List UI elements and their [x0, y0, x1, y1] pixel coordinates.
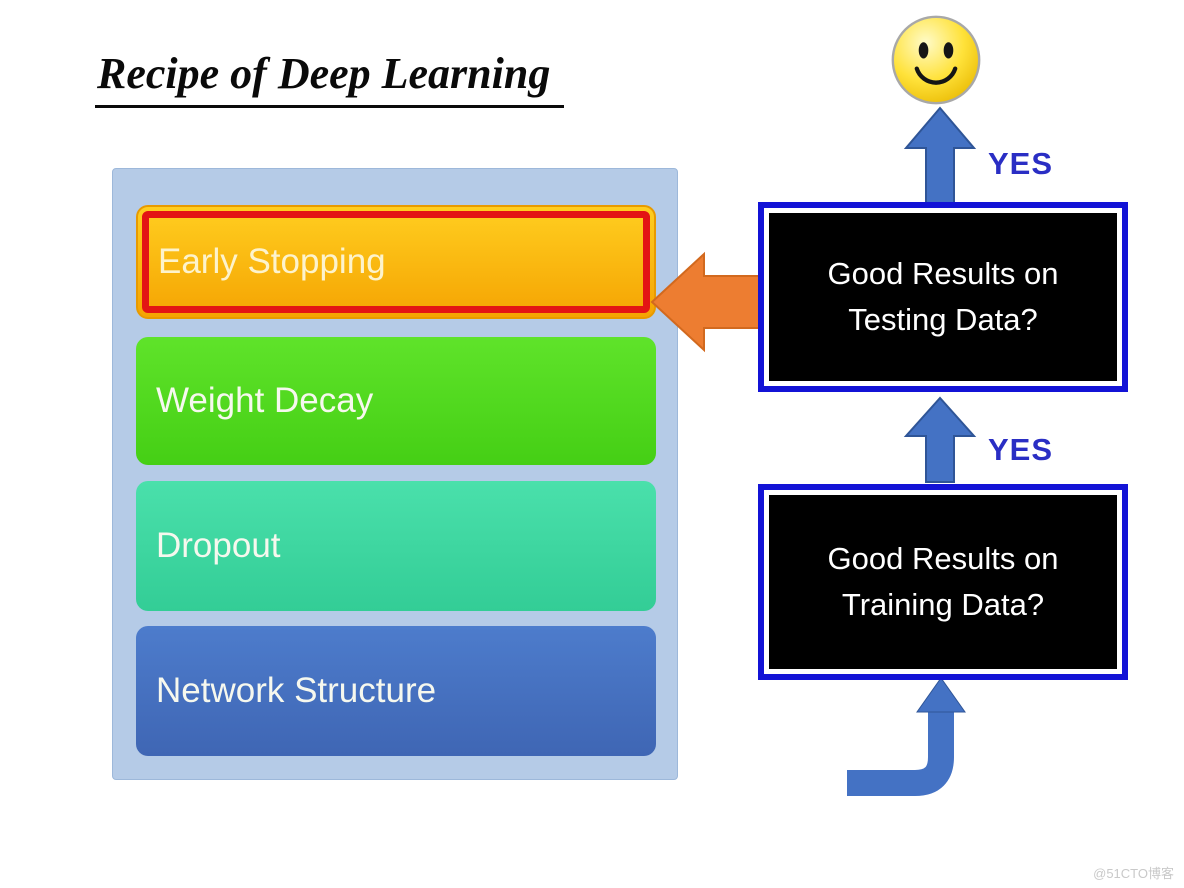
question-box-testing-data: Good Results on Testing Data? — [758, 202, 1128, 392]
question-line: Good Results on — [827, 255, 1059, 291]
method-label: Dropout — [156, 526, 281, 565]
method-box-early-stopping: Early Stopping — [136, 205, 656, 319]
yes-label-mid: YES — [988, 432, 1054, 467]
question-line: Good Results on — [827, 540, 1059, 576]
method-box-dropout: Dropout — [136, 481, 656, 611]
arrow-curved-entry-shaft-icon — [847, 710, 954, 796]
method-label: Early Stopping — [158, 242, 386, 281]
method-box-network-structure: Network Structure — [136, 626, 656, 756]
question-box-training-data: Good Results on Training Data? — [758, 484, 1128, 680]
question-line: Training Data? — [841, 587, 1045, 622]
arrow-curved-entry-head-icon — [916, 677, 966, 713]
arrow-up-to-smiley-icon — [903, 106, 977, 209]
method-box-weight-decay: Weight Decay — [136, 337, 656, 465]
method-label: Weight Decay — [156, 381, 374, 420]
arrow-up-to-testing-icon — [903, 396, 977, 483]
smiley-face-icon — [891, 15, 981, 105]
question-line: Testing Data? — [848, 302, 1038, 337]
page-title: Recipe of Deep Learning — [95, 48, 565, 108]
method-label: Network Structure — [156, 671, 437, 710]
yes-label-top: YES — [988, 146, 1054, 181]
methods-panel: Early Stopping Weight Decay Dropout Netw… — [112, 168, 678, 780]
watermark: @51CTO博客 — [1093, 866, 1174, 881]
